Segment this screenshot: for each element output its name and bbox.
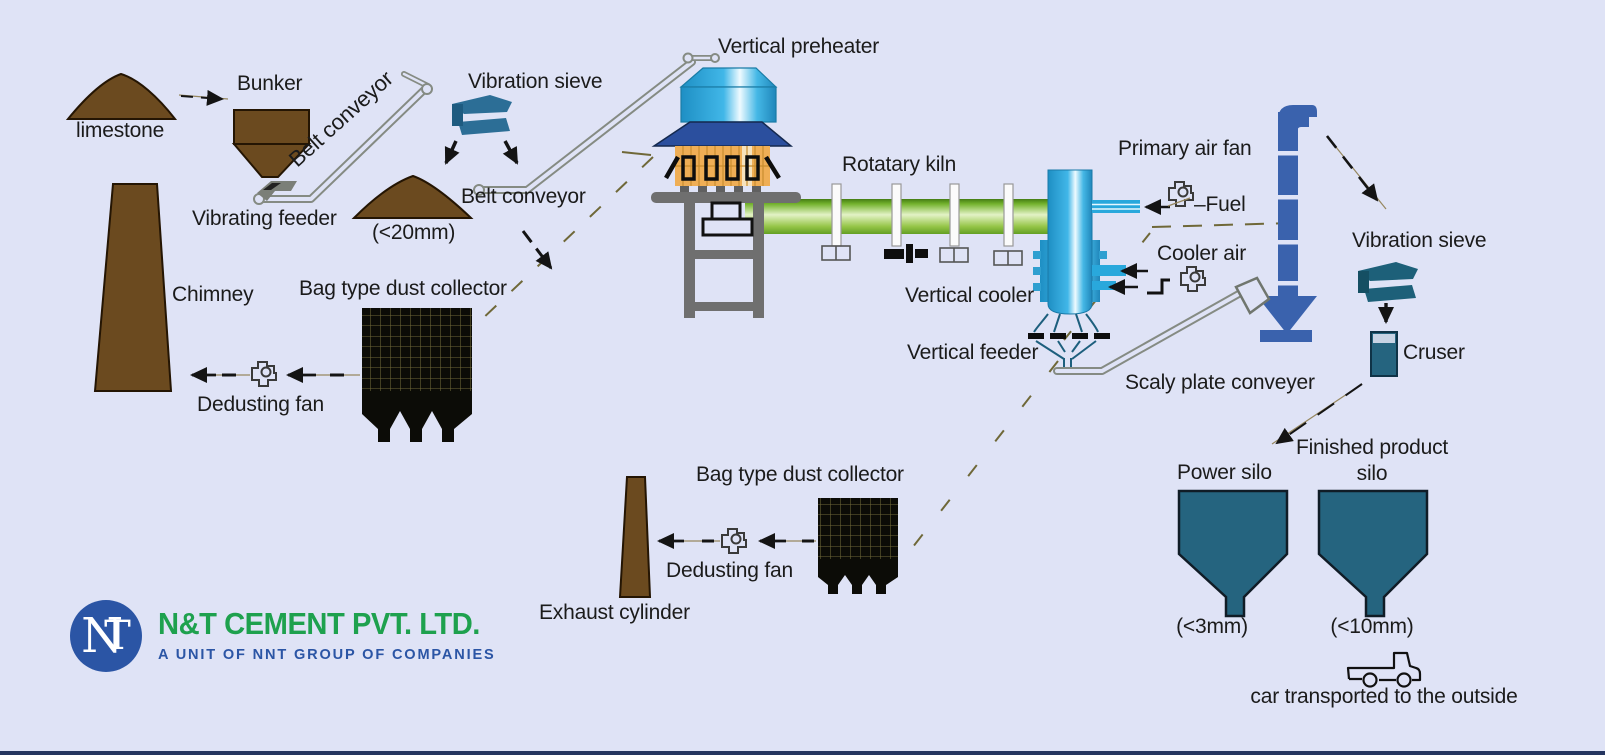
logo-monogram-n: N [81, 608, 124, 664]
dust-duct-preheater-to-collector1 [478, 151, 654, 323]
arrow-sieve-to-pile [444, 140, 460, 165]
bunker-hopper [231, 109, 312, 178]
kiln-support-post [891, 183, 902, 247]
fuel-pipe [1092, 200, 1140, 213]
cruser-unit [1370, 331, 1398, 377]
finished-silo-label-line1: Finished product [1295, 436, 1449, 459]
vertical-feeder-funnel [1028, 313, 1110, 369]
fuel-fan-icon [1168, 181, 1194, 207]
bunker-label: Bunker [237, 72, 303, 95]
power-silo-label: Power silo [1177, 461, 1272, 484]
exhaust-cylinder-label: Exhaust cylinder [539, 601, 690, 624]
preheater-stand [651, 192, 801, 318]
company-tagline: A UNIT OF NNT GROUP OF COMPANIES [158, 646, 496, 663]
logo-monogram-badge: N T [70, 600, 142, 672]
kiln-support-post [831, 183, 842, 247]
cooler-air-label: Cooler air [1157, 242, 1247, 265]
company-logo: N T N&T CEMENT PVT. LTD. A UNIT OF NNT G… [70, 600, 506, 672]
dedusting-fan-2 [657, 528, 816, 554]
arrow-conveyor-to-duct [521, 230, 553, 270]
dust-duct-feeder-to-collector2 [897, 360, 1059, 567]
kiln-support-post [949, 183, 960, 247]
vertical-cooler-label: Vertical cooler [905, 284, 1034, 307]
kiln-drive-motor [884, 244, 928, 263]
bag-dust-collector-1 [362, 308, 472, 442]
bottom-border-strip [0, 751, 1605, 755]
cruser-label: Cruser [1403, 341, 1465, 364]
cooler-air-pipe-upper [1092, 265, 1126, 276]
vibrating-feeder-icon [257, 181, 297, 201]
chimney-label: Chimney [172, 283, 254, 306]
bag-dust-collector-2-label: Bag type dust collector [696, 463, 904, 486]
kiln-support-base [821, 245, 1023, 266]
belt-conveyor-1 [253, 71, 433, 205]
cooler-air-fan-icon [1180, 266, 1206, 292]
scaly-plate-conveyer-label: Scaly plate conveyer [1125, 371, 1315, 394]
vertical-cooler-unit [1033, 169, 1140, 315]
belt-conveyor-2-label: Belt conveyor [461, 185, 586, 208]
arrow-cruser-to-silos [1275, 383, 1363, 445]
vertical-preheater-label: Vertical preheater [718, 35, 879, 58]
bucket-elevator [1257, 105, 1317, 342]
arrow-sieve-to-conveyor [502, 140, 519, 165]
dedusting-fan-1-label: Dedusting fan [197, 393, 324, 416]
limestone-label: limestone [76, 119, 165, 142]
dedusting-fan-1 [190, 361, 360, 387]
vibration-sieve-right-label: Vibration sieve [1352, 229, 1487, 252]
bag-dust-collector-2 [818, 498, 898, 594]
cooler-air-damper-mark [1147, 278, 1170, 295]
dedusting-fan-2-label: Dedusting fan [666, 559, 793, 582]
primary-air-fan-label: Primary air fan [1118, 137, 1252, 160]
arrow-elevator-to-sieve [1325, 135, 1379, 202]
exhaust-cylinder-shape [618, 476, 652, 598]
pile-size-label: (<20mm) [372, 221, 456, 244]
chimney-shape [93, 183, 173, 392]
dedusting-fan-1-icon [251, 361, 277, 387]
logo-monogram-t: T [104, 613, 131, 659]
power-silo-size-label: (<3mm) [1176, 615, 1248, 638]
vibrating-feeder-label: Vibrating feeder [192, 207, 337, 230]
cooler-air-pipe-lower [1092, 281, 1116, 290]
dedusting-fan-2-icon [721, 528, 747, 554]
vibration-sieve-left-label: Vibration sieve [468, 70, 603, 93]
finished-silo-label-line2: silo [1356, 462, 1388, 485]
flow-arrows [178, 89, 1394, 445]
bag-dust-collector-1-label: Bag type dust collector [299, 277, 507, 300]
fuel-line-dashed [1151, 222, 1293, 228]
vibration-sieve-right-icon [1358, 262, 1418, 302]
rotary-kiln-label: Rotatary kiln [842, 153, 957, 176]
rotary-kiln [745, 183, 1052, 266]
kiln-support-post [1003, 183, 1014, 247]
finished-product-silo-shape [1317, 489, 1429, 618]
scaly-plate-conveyer [1053, 276, 1271, 375]
vertical-feeder-label: Vertical feeder [907, 341, 1039, 364]
stock-pile-20mm [351, 174, 474, 219]
arrow-limestone-to-bunker [180, 89, 224, 106]
vibration-sieve-left-icon [452, 95, 512, 135]
belt-conveyor-2 [473, 52, 720, 196]
truck-icon [1346, 651, 1422, 688]
car-transport-label: car transported to the outside [1250, 685, 1518, 708]
power-silo-shape [1177, 489, 1289, 618]
conveyer-discharge-funnel [1234, 276, 1271, 315]
fuel-label: –Fuel [1194, 193, 1246, 216]
vertical-preheater-unit [651, 67, 794, 193]
company-name: N&T CEMENT PVT. LTD. [158, 606, 480, 641]
finished-silo-size-label: (<10mm) [1330, 615, 1414, 638]
limestone-pile [65, 72, 178, 120]
